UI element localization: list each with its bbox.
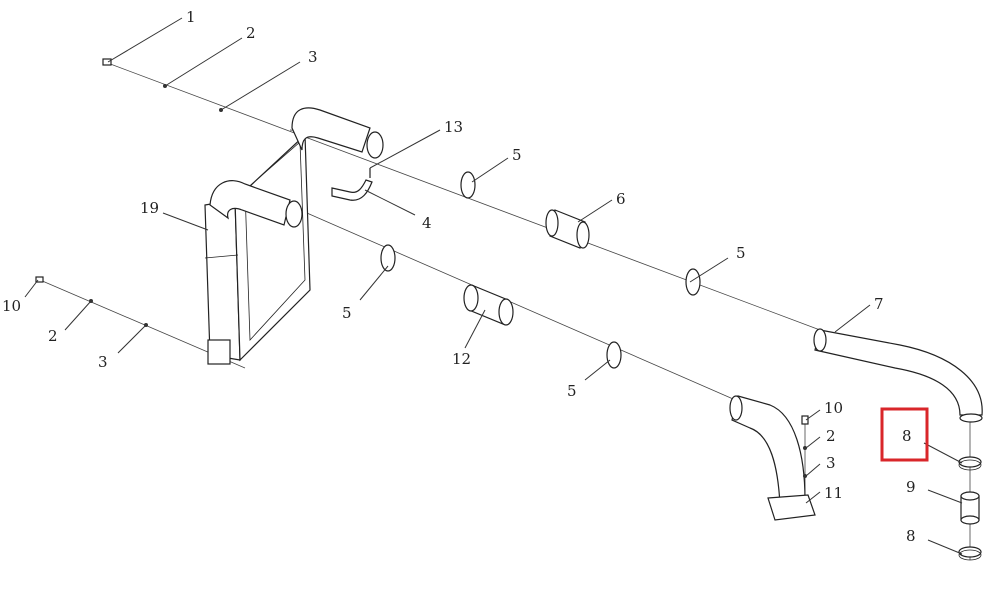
hose-6 <box>545 209 590 249</box>
callout-5: 5 <box>342 304 352 322</box>
callout-3: 3 <box>308 48 318 66</box>
callout-19: 19 <box>140 199 159 217</box>
right-fastener-stack <box>801 415 809 478</box>
callout-3: 3 <box>826 454 836 472</box>
callout-12: 12 <box>452 350 471 368</box>
clamp-8-lower <box>958 546 982 561</box>
callout-1: 1 <box>186 8 196 26</box>
core-upper-pipe <box>291 107 384 159</box>
callout-13: 13 <box>444 118 463 136</box>
callout-7: 7 <box>874 295 884 313</box>
callout-labels: 1 2 3 13 5 4 6 19 5 10 2 3 5 12 7 5 10 2… <box>2 8 916 545</box>
hose-12 <box>463 284 514 326</box>
pipe-11 <box>729 395 816 521</box>
callout-6: 6 <box>616 190 626 208</box>
callout-8: 8 <box>902 427 912 445</box>
callout-11: 11 <box>824 484 843 502</box>
callout-4: 4 <box>422 214 432 232</box>
intercooler-core <box>204 129 321 365</box>
highlight-box <box>880 407 929 462</box>
hose-clamps <box>380 171 701 369</box>
callout-9: 9 <box>906 478 916 496</box>
upper-fastener-stack <box>102 58 223 112</box>
callout-5: 5 <box>567 382 577 400</box>
clamp-8-upper <box>958 456 982 471</box>
callout-10: 10 <box>2 297 21 315</box>
callout-5: 5 <box>736 244 746 262</box>
sensor-and-hose <box>331 168 373 201</box>
sleeve-9 <box>960 491 980 525</box>
core-lower-pipe <box>209 180 303 228</box>
callout-2: 2 <box>826 427 836 445</box>
callout-2: 2 <box>246 24 256 42</box>
pipe-7 <box>813 328 983 423</box>
callout-8: 8 <box>906 527 916 545</box>
callout-10: 10 <box>824 399 843 417</box>
leader-lines <box>24 17 963 555</box>
callout-3: 3 <box>98 353 108 371</box>
callout-2: 2 <box>48 327 58 345</box>
callout-5: 5 <box>512 146 522 164</box>
